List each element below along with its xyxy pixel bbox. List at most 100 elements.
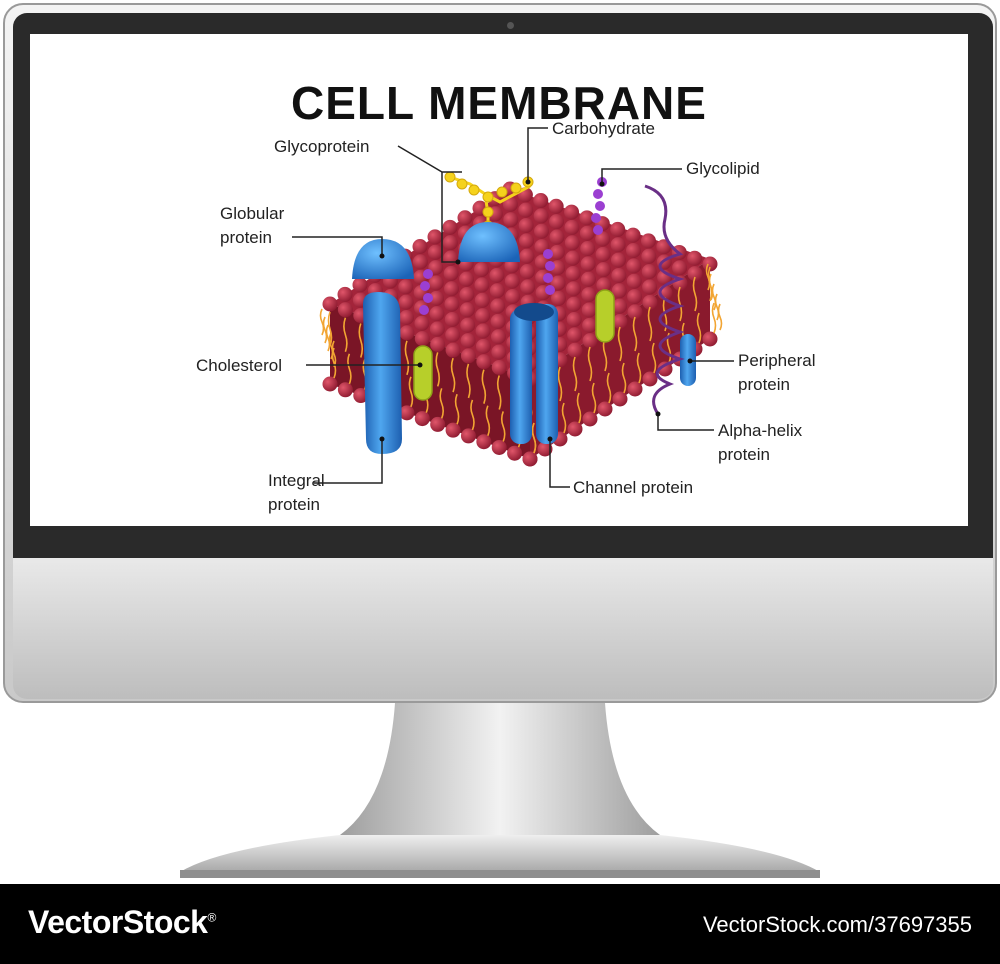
phospholipid-tail bbox=[711, 302, 717, 334]
leader-dots bbox=[379, 179, 693, 442]
phospholipid-head bbox=[687, 266, 703, 282]
phospholipid-head bbox=[597, 401, 613, 417]
label-glycoprotein: Glycoprotein bbox=[274, 137, 369, 156]
phospholipid-head bbox=[580, 256, 596, 272]
phospholipid-head bbox=[642, 294, 658, 310]
phospholipid-head bbox=[627, 289, 643, 305]
phospholipid-head bbox=[567, 342, 583, 358]
membrane-top-surface bbox=[330, 189, 710, 379]
phospholipid-head bbox=[626, 273, 642, 289]
label-globular-protein-line1: Globular bbox=[220, 204, 285, 223]
phospholipid-head bbox=[519, 248, 535, 264]
phospholipid-head bbox=[625, 243, 641, 259]
phospholipid-head bbox=[548, 198, 564, 214]
phospholipid-head bbox=[642, 279, 658, 295]
phospholipid-head bbox=[581, 302, 597, 318]
phospholipid-head bbox=[687, 250, 703, 266]
phospholipid-tail bbox=[496, 375, 502, 410]
phospholipid-head bbox=[490, 298, 506, 314]
webcam-icon bbox=[507, 22, 514, 29]
phospholipid-tail bbox=[408, 376, 414, 408]
phospholipid-head bbox=[672, 260, 688, 276]
phospholipid-tail bbox=[470, 399, 475, 431]
phospholipid-head bbox=[443, 265, 459, 281]
phospholipid-head bbox=[399, 325, 415, 341]
phospholipid-head bbox=[566, 312, 582, 328]
phospholipid-head bbox=[475, 338, 491, 354]
phospholipid-head bbox=[611, 267, 627, 283]
phospholipid-tail bbox=[466, 363, 471, 399]
label-globular-protein-line2: protein bbox=[220, 228, 272, 247]
phospholipid-tail bbox=[621, 362, 627, 394]
phospholipid-head bbox=[579, 210, 595, 226]
phospholipid-head bbox=[565, 265, 581, 281]
phospholipid-head bbox=[460, 317, 476, 333]
phospholipid-tail bbox=[435, 352, 440, 387]
phospholipid-head bbox=[475, 308, 491, 324]
phospholipid-head bbox=[489, 267, 505, 283]
phospholipid-tail bbox=[617, 326, 623, 362]
phospholipid-tail bbox=[576, 392, 582, 424]
phospholipid-head bbox=[520, 279, 536, 295]
phospholipid-head bbox=[460, 428, 476, 444]
phospholipid-head bbox=[414, 411, 430, 427]
phospholipid-head bbox=[504, 273, 520, 289]
phospholipid-head bbox=[564, 204, 580, 220]
phospholipid-head bbox=[414, 331, 430, 347]
phospholipid-tail bbox=[606, 372, 612, 404]
phospholipid-head bbox=[337, 302, 353, 318]
phospholipid-head bbox=[460, 348, 476, 364]
phospholipid-head bbox=[322, 296, 338, 312]
phospholipid-head bbox=[549, 244, 565, 260]
phospholipid-head bbox=[702, 331, 718, 347]
phospholipid-head bbox=[657, 361, 673, 377]
phospholipid-head bbox=[518, 202, 534, 218]
phospholipid-tail bbox=[572, 356, 578, 392]
phospholipid-head bbox=[476, 354, 492, 370]
alpha-helix-protein bbox=[644, 184, 685, 415]
label-alpha-helix-line1: Alpha-helix bbox=[718, 421, 803, 440]
phospholipid-head bbox=[414, 315, 430, 331]
phospholipid-head bbox=[337, 382, 353, 398]
phospholipid-head bbox=[442, 219, 458, 235]
phospholipid-head bbox=[399, 405, 415, 421]
glycolipid-chain bbox=[419, 177, 607, 315]
phospholipid-head bbox=[352, 277, 368, 293]
phospholipid-tail bbox=[331, 340, 337, 368]
phospholipid-head bbox=[491, 439, 507, 455]
channel-protein bbox=[510, 303, 558, 444]
label-carbohydrate: Carbohydrate bbox=[552, 119, 655, 138]
leader-lines bbox=[292, 127, 734, 488]
phospholipid-head bbox=[567, 327, 583, 343]
label-peripheral-protein-line1: Peripheral bbox=[738, 351, 816, 370]
phospholipid-head bbox=[429, 306, 445, 322]
phospholipid-head bbox=[534, 223, 550, 239]
phospholipid-tail bbox=[557, 366, 563, 402]
phospholipid-head bbox=[474, 292, 490, 308]
integral-protein bbox=[363, 292, 402, 454]
phospholipid-tail bbox=[347, 353, 352, 385]
phospholipid-head bbox=[457, 210, 473, 226]
phospholipid-tail bbox=[651, 342, 657, 374]
phospholipid-tail bbox=[328, 332, 334, 360]
phospholipid-head bbox=[611, 283, 627, 299]
phospholipid-head bbox=[640, 233, 656, 249]
cell-membrane-diagram: Glycoprotein Carbohydrate Glycolipid Glo… bbox=[196, 119, 816, 514]
phospholipid-tail bbox=[481, 369, 487, 404]
monitor-stand bbox=[180, 703, 820, 878]
phospholipid-tail bbox=[717, 303, 723, 331]
phospholipid-head bbox=[580, 241, 596, 257]
phospholipid-head bbox=[550, 275, 566, 291]
phospholipid-head bbox=[595, 246, 611, 262]
brand-mark: ® bbox=[207, 910, 216, 925]
phospholipid-head bbox=[612, 298, 628, 314]
phospholipid-head bbox=[537, 441, 553, 457]
phospholipid-head bbox=[519, 264, 535, 280]
phospholipid-head bbox=[641, 248, 657, 264]
phospholipid-head bbox=[474, 262, 490, 278]
phospholipid-head bbox=[322, 376, 338, 392]
phospholipid-head bbox=[398, 279, 414, 295]
phospholipid-head bbox=[474, 277, 490, 293]
phospholipid-tail bbox=[636, 352, 642, 384]
cholesterol-back bbox=[595, 289, 615, 343]
